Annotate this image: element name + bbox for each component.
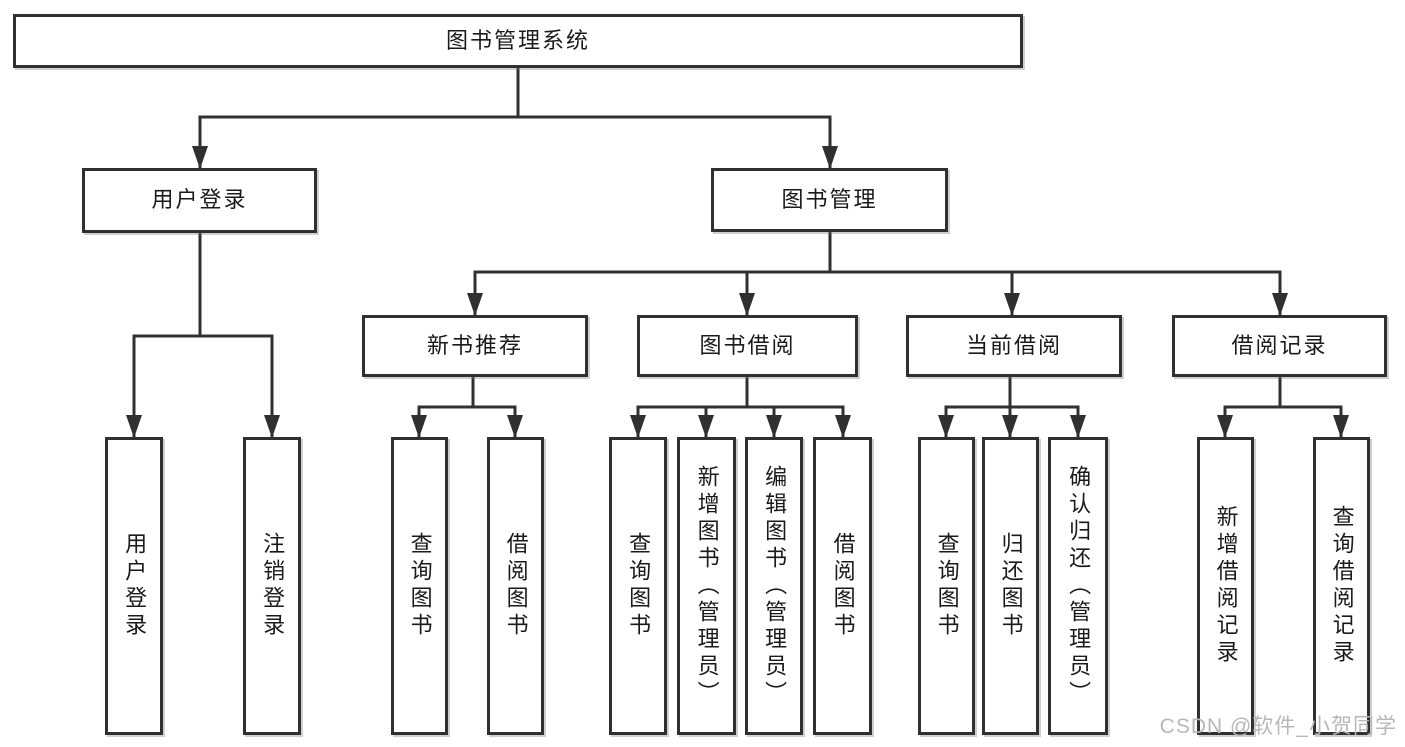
node-logout-leaf: 注销登录 [243,437,301,735]
node-nbr-borrow-books: 借阅图书 [487,437,544,735]
node-bb-add-books-admin: 新增图书（管理员） [677,437,736,735]
node-nbr-query-books: 查询图书 [391,437,448,735]
node-bb-borrow-books: 借阅图书 [813,437,872,735]
node-bb-edit-books-admin: 编辑图书（管理员） [745,437,803,735]
node-cb-return-books: 归还图书 [982,437,1039,735]
node-bb-query-books: 查询图书 [609,437,667,735]
node-cb-query-books: 查询图书 [918,437,975,735]
node-cb-confirm-return-admin: 确认归还（管理员） [1048,437,1108,735]
node-user-login-leaf: 用户登录 [105,437,163,735]
node-borrow-records: 借阅记录 [1172,315,1387,377]
node-book-borrow: 图书借阅 [637,315,858,377]
node-user-login: 用户登录 [82,168,317,233]
node-current-borrow: 当前借阅 [906,315,1122,377]
node-book-management: 图书管理 [711,168,948,232]
node-br-query-record: 查询借阅记录 [1313,437,1370,735]
node-new-book-recommend: 新书推荐 [362,315,588,377]
node-br-add-record: 新增借阅记录 [1197,437,1254,735]
node-library-system: 图书管理系统 [13,14,1023,68]
csdn-watermark: CSDN @软件_小贺同学 [1159,715,1397,738]
